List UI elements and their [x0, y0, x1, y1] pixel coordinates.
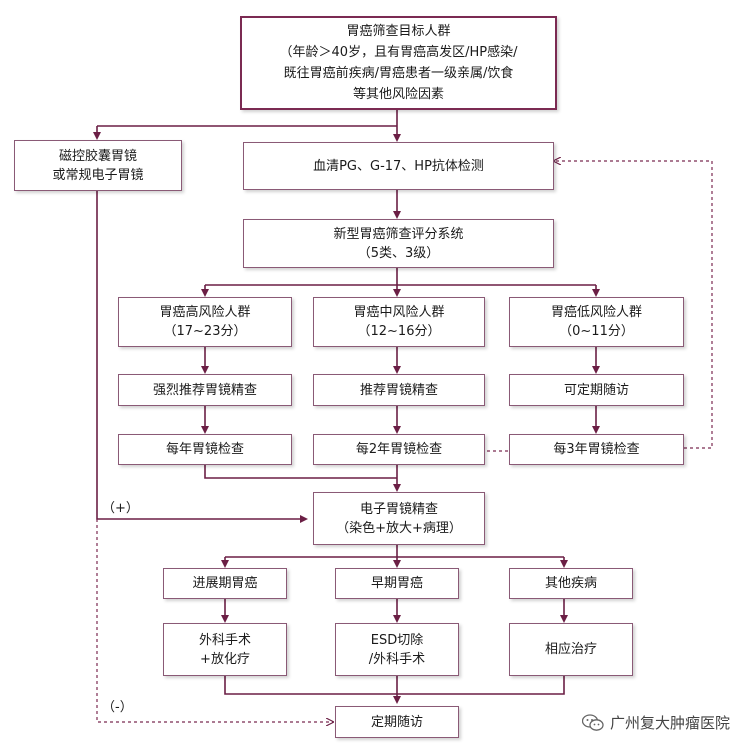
node-fine-exam: 电子胃镜精查 （染色+放大+病理）	[313, 492, 485, 545]
node-early-cancer: 早期胃癌	[335, 568, 459, 599]
node-yearly-exam: 每年胃镜检查	[118, 434, 292, 465]
node-target: 胃癌筛查目标人群 （年龄＞40岁，且有胃癌高发区/HP感染/ 既往胃癌前疾病/胃…	[240, 16, 557, 110]
node-strong-recommend: 强烈推荐胃镜精查	[118, 374, 292, 406]
node-recommend: 推荐胃镜精查	[313, 374, 485, 406]
node-esd: ESD切除 /外科手术	[335, 623, 459, 676]
node-surgery-chemo: 外科手术 +放化疗	[163, 623, 287, 676]
node-serum: 血清PG、G-17、HP抗体检测	[243, 142, 554, 190]
watermark: 广州复大肿瘤医院	[581, 712, 730, 733]
dashed-loop-three-year	[554, 161, 713, 449]
dashed-negative-to-followup	[96, 519, 333, 722]
node-mid-risk: 胃癌中风险人群 （12~16分）	[313, 297, 485, 347]
node-three-year-exam: 每3年胃镜检查	[509, 434, 684, 465]
node-low-risk: 胃癌低风险人群 （0~11分）	[509, 297, 684, 347]
node-other-disease: 其他疾病	[509, 568, 633, 599]
node-followup: 定期随访	[335, 706, 459, 738]
node-two-year-exam: 每2年胃镜检查	[313, 434, 485, 465]
node-regular-followup: 可定期随访	[509, 374, 684, 406]
node-capsule: 磁控胶囊胃镜 或常规电子胃镜	[14, 140, 182, 191]
wechat-icon	[581, 713, 604, 732]
label-positive: （+）	[102, 501, 139, 516]
label-negative: （-）	[102, 700, 133, 715]
watermark-text: 广州复大肿瘤医院	[609, 714, 730, 732]
node-advanced-cancer: 进展期胃癌	[163, 568, 287, 599]
node-high-risk: 胃癌高风险人群 （17~23分）	[118, 297, 292, 347]
node-scoring: 新型胃癌筛查评分系统 （5类、3级）	[243, 219, 554, 268]
node-treatment: 相应治疗	[509, 623, 633, 676]
